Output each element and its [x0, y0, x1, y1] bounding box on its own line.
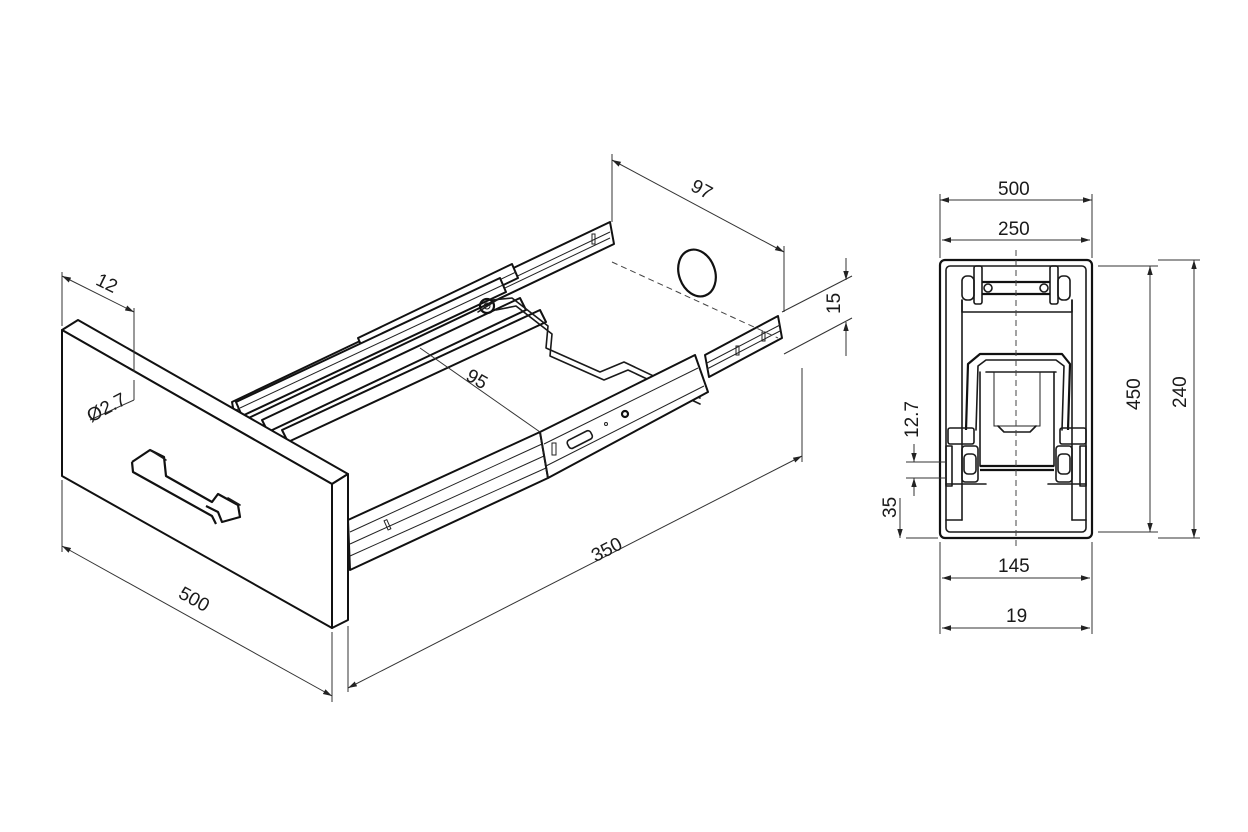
dim-text-240: 240: [1170, 376, 1191, 408]
dim-inner-offset: 95: [419, 347, 541, 433]
dim-text-250: 250: [998, 219, 1030, 240]
dim-overall-width: 500: [939, 179, 1093, 258]
dim-bottom-width: 19: [942, 606, 1090, 631]
side-view-body: [938, 250, 1094, 548]
isometric-drawer-view: 12 Ø2.7 500 350 95: [61, 154, 853, 702]
side-section-view: 500 250 450 240 12.7: [880, 179, 1200, 634]
dim-text-15: 15: [824, 293, 845, 314]
rear-linkage-bracket: [477, 297, 701, 405]
dim-text-35: 35: [880, 497, 901, 518]
dim-rail-height: 15: [781, 258, 853, 356]
lower-slide-profiles: [945, 427, 1087, 487]
dim-text-97: 97: [687, 176, 716, 204]
dim-rear-offset: 97: [611, 154, 785, 312]
dim-text-450: 450: [1124, 378, 1145, 410]
dim-text-19: 19: [1006, 606, 1027, 627]
dim-lower-width: 145: [939, 542, 1093, 634]
dim-text-12-7: 12.7: [902, 401, 923, 438]
dim-inner-height: 450: [1098, 265, 1158, 533]
hidden-line: [611, 261, 779, 339]
dim-total-height: 240: [1158, 259, 1200, 539]
dim-inner-width: 250: [942, 219, 1090, 243]
dim-text-500-side: 500: [998, 179, 1030, 200]
dim-slot-height: 12.7: [902, 401, 946, 496]
inner-slide-rails: [235, 277, 547, 443]
dim-text-95: 95: [462, 365, 491, 394]
dim-base-height: 35: [880, 497, 938, 539]
dim-text-145: 145: [998, 556, 1030, 577]
inner-cradle: [964, 352, 1072, 472]
drawer-handle: [130, 448, 242, 525]
